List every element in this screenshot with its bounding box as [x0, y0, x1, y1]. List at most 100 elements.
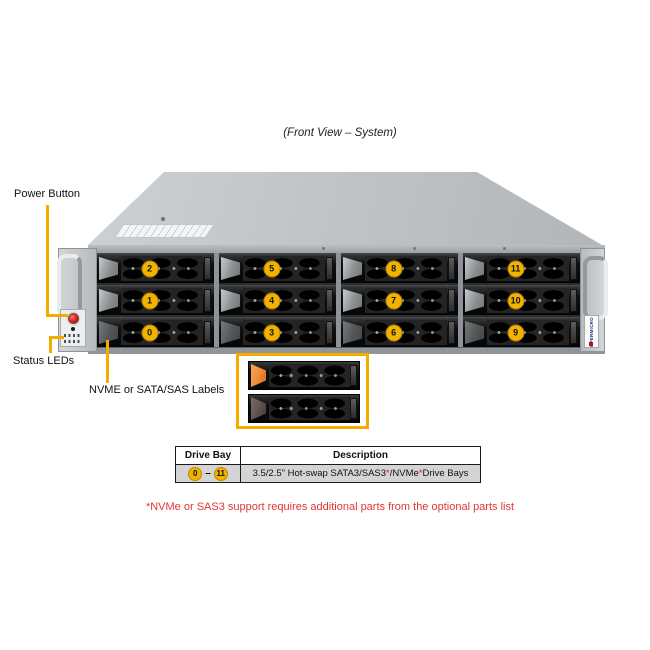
status-leds-label: Status LEDs [13, 355, 75, 367]
supermicro-brand-label: SUPERMICRO [584, 315, 599, 348]
bay-number-badge: 8 [385, 260, 403, 277]
tray-latch [465, 257, 484, 280]
nvme-labels-callout-line [106, 340, 109, 383]
drive-tray: 11 [463, 253, 580, 283]
bay-number-badge: 5 [263, 260, 281, 277]
brand-logo-mark [589, 342, 593, 346]
tray-vents [365, 256, 447, 281]
description-text: Drive Bays [422, 468, 469, 479]
bay-number-badge: 2 [141, 260, 159, 277]
tray-vents [121, 288, 203, 313]
bay-number-badge: 9 [507, 324, 525, 341]
tray-latch [343, 257, 362, 280]
bay-range-cell: 0 – 11 [176, 465, 241, 482]
tray-latch [343, 289, 362, 312]
drive-bay-header: Drive Bay [176, 447, 241, 464]
nvme-orange-label [251, 364, 266, 387]
screw-icon [161, 217, 165, 221]
uid-button-icon [71, 327, 75, 331]
tray-release-bar [570, 289, 577, 312]
sata-sas-label-tray [248, 394, 360, 423]
tray-vents [243, 288, 325, 313]
description-text: /NVMe [389, 468, 419, 479]
tray-release-bar [204, 321, 211, 344]
screw-icon [322, 247, 325, 250]
drive-tray: 0 [97, 317, 214, 347]
tray-latch [343, 321, 362, 344]
footnote-asterisk: * [386, 468, 390, 479]
tray-release-bar [570, 257, 577, 280]
tray-release-bar [350, 365, 357, 386]
table-data-row: 0 – 11 3.5/2.5" Hot-swap SATA3/SAS3*/NVM… [176, 465, 480, 482]
bay-column-2: 5 4 3 [219, 253, 336, 347]
tray-release-bar [326, 257, 333, 280]
tray-vents [365, 288, 447, 313]
figure-title: (Front View – System) [283, 127, 397, 139]
tray-vents [365, 320, 447, 345]
tray-latch [221, 257, 240, 280]
tray-latch [465, 321, 484, 344]
drive-tray: 1 [97, 285, 214, 315]
range-dash: – [205, 468, 211, 479]
tray-latch [99, 289, 118, 312]
bay-column-1: 2 1 0 [97, 253, 214, 347]
bay-number-badge: 4 [263, 292, 281, 309]
tray-latch [221, 321, 240, 344]
bay-number-badge: 0 [141, 324, 159, 341]
status-leds-icons [64, 334, 82, 344]
tray-vents [121, 320, 203, 345]
footnote-asterisk: * [418, 468, 423, 479]
power-button-label: Power Button [14, 188, 81, 200]
tray-vents [487, 320, 569, 345]
right-rack-ear: SUPERMICRO [580, 248, 608, 352]
drive-tray: 8 [341, 253, 458, 283]
bay-number-badge: 11 [213, 466, 228, 481]
sata-sas-dark-label [251, 397, 266, 420]
footnote-text: *NVMe or SAS3 support requires additiona… [145, 501, 515, 513]
chassis-info-label [113, 224, 215, 238]
tray-release-bar [448, 289, 455, 312]
tray-vents [121, 256, 203, 281]
bay-number-badge: 10 [507, 292, 525, 309]
chassis-bottom-edge [88, 347, 605, 354]
tray-release-bar [570, 321, 577, 344]
power-button-callout-line [46, 205, 49, 316]
drive-tray: 3 [219, 317, 336, 347]
tray-latch [99, 321, 118, 344]
tray-release-bar [204, 257, 211, 280]
bay-number-badge: 3 [263, 324, 281, 341]
power-button-callout-line [46, 314, 68, 317]
drive-tray: 2 [97, 253, 214, 283]
chassis-top-panel [88, 172, 602, 245]
tray-vents [487, 256, 569, 281]
tray-release-bar [448, 257, 455, 280]
tray-latch [99, 257, 118, 280]
description-cell: 3.5/2.5" Hot-swap SATA3/SAS3*/NVMe* Driv… [241, 465, 480, 482]
tray-release-bar [448, 321, 455, 344]
description-text: 3.5/2.5" Hot-swap SATA3/SAS3 [252, 468, 387, 479]
bay-column-3: 8 7 6 [341, 253, 458, 347]
power-button-icon [67, 313, 79, 324]
nvme-label-tray [248, 361, 360, 390]
drive-bay-grid: 2 1 0 5 [97, 253, 580, 347]
tray-latch [221, 289, 240, 312]
right-rack-handle [583, 256, 608, 320]
drive-label-callout-box [236, 353, 369, 429]
tray-release-bar [204, 289, 211, 312]
drive-tray: 9 [463, 317, 580, 347]
bay-number-badge: 0 [188, 466, 203, 481]
drive-tray: 5 [219, 253, 336, 283]
drive-bay-table: Drive Bay Description 0 – 11 3.5/2.5" Ho… [175, 446, 481, 483]
status-leds-callout-line [49, 336, 64, 339]
description-header: Description [332, 450, 388, 461]
bay-number-badge: 7 [385, 292, 403, 309]
drive-tray: 6 [341, 317, 458, 347]
drive-tray: 10 [463, 285, 580, 315]
drive-tray: 7 [341, 285, 458, 315]
drive-tray: 4 [219, 285, 336, 315]
tray-release-bar [326, 321, 333, 344]
left-rack-ear [57, 248, 97, 352]
tray-release-bar [326, 289, 333, 312]
nvme-sata-sas-labels-label: NVME or SATA/SAS Labels [89, 384, 225, 396]
tray-vents [269, 397, 350, 420]
